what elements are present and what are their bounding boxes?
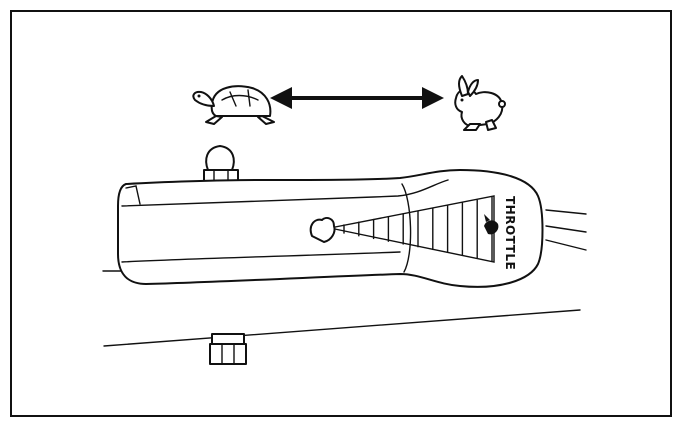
turtle-icon <box>192 85 275 125</box>
mounting-nut <box>209 333 247 365</box>
frame-rail <box>103 309 581 347</box>
scale-rabbit-icon <box>484 214 499 235</box>
double-arrow-icon <box>270 87 444 109</box>
rabbit-icon <box>454 75 506 131</box>
scale-turtle-icon <box>309 217 336 243</box>
throttle-label: THROTTLE <box>503 196 517 270</box>
